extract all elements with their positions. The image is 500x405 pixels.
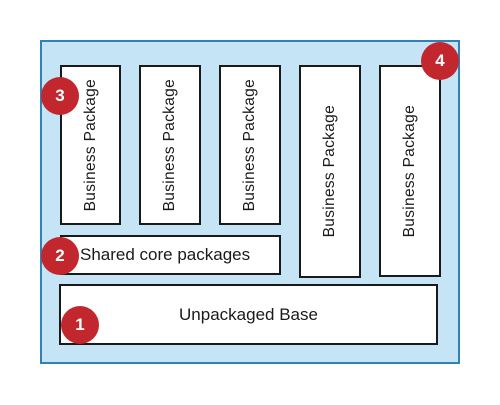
business-package-box-3: Business Package <box>219 65 281 225</box>
unpackaged-base-label: Unpackaged Base <box>179 304 318 324</box>
badge-2: 2 <box>41 237 79 275</box>
badge-1: 1 <box>61 306 99 344</box>
business-package-box-4: Business Package <box>299 65 361 278</box>
badge-number: 3 <box>55 86 65 105</box>
badge-3: 3 <box>41 77 79 115</box>
badge-4: 4 <box>421 42 459 80</box>
business-package-label: Business Package <box>241 78 258 212</box>
business-package-label: Business Package <box>401 104 418 238</box>
business-package-label: Business Package <box>81 78 99 212</box>
shared-core-packages-label: Shared core packages <box>80 245 251 264</box>
business-package-label: Business Package <box>321 105 338 238</box>
badge-number: 1 <box>75 315 85 334</box>
shared-core-packages-box: Shared core packages <box>60 235 281 275</box>
unpackaged-base-box: Unpackaged Base <box>59 284 438 345</box>
business-package-label: Business Package <box>161 78 178 212</box>
business-package-box-2: Business Package <box>139 65 201 225</box>
business-package-box-5: Business Package <box>379 65 441 277</box>
badge-number: 2 <box>55 246 65 265</box>
badge-number: 4 <box>435 51 445 70</box>
